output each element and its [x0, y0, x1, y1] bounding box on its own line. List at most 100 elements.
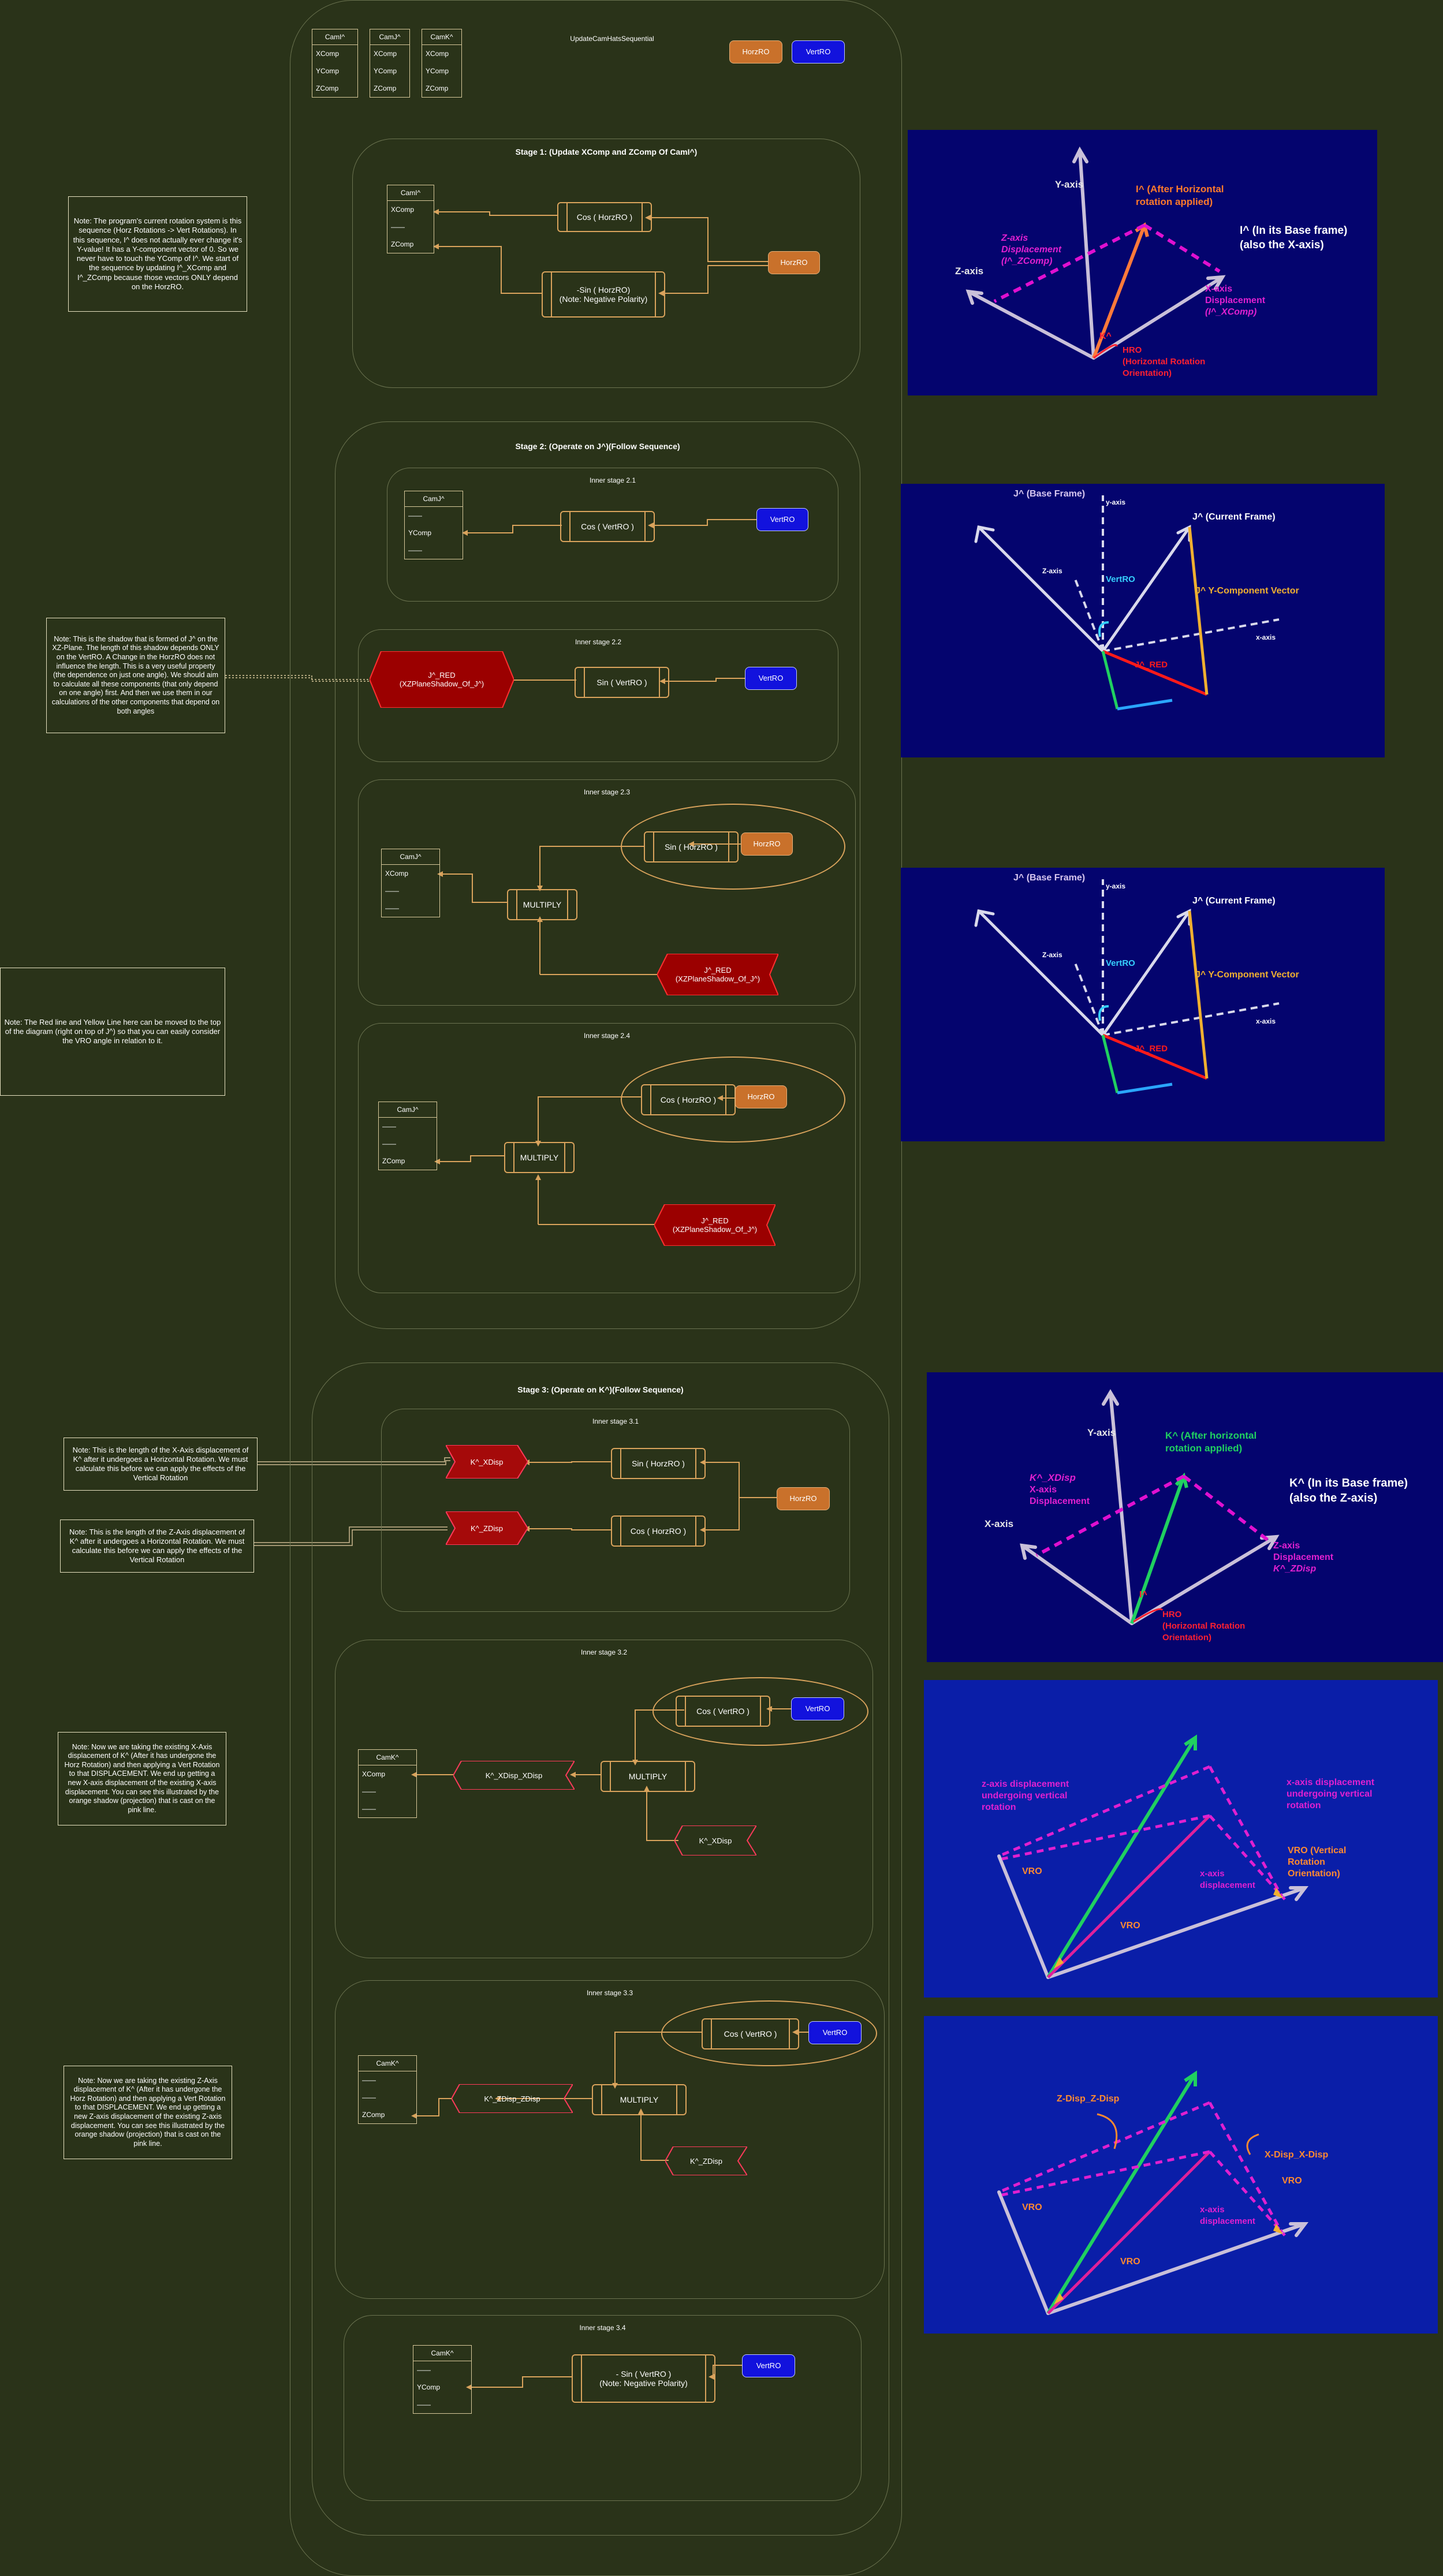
zdisp-label: Z-axis	[1001, 233, 1028, 243]
table-row: ZComp	[382, 1157, 405, 1165]
xdisp-small-label: displacement	[1200, 2216, 1255, 2226]
inner-stage-3-1: Inner stage 3.1	[381, 1409, 850, 1612]
zdisp-label: K^_ZDisp	[1273, 1564, 1316, 1574]
stage1-horz-ro[interactable]: HorzRO	[768, 251, 820, 274]
process-label: Cos ( HorzRO )	[630, 1526, 687, 1536]
stage31-horz-ro[interactable]: HorzRO	[777, 1487, 830, 1510]
horz-ro-button[interactable]: HorzRO	[729, 40, 782, 64]
table-title: CamJ^	[405, 491, 463, 507]
y-component-label: J^ Y-Component Vector	[1195, 586, 1299, 596]
table-row: XComp	[385, 869, 409, 878]
table-row: YComp	[374, 67, 397, 75]
j-hat-rotation-image-2: J^ (Base Frame) y-axis J^ (Current Frame…	[901, 868, 1385, 1141]
y-component-label: J^ Y-Component Vector	[1195, 970, 1299, 980]
vert-ro-button[interactable]: VertRO	[792, 40, 845, 64]
table-row: ——	[408, 546, 422, 554]
k-after-label: rotation applied)	[1165, 1443, 1242, 1454]
table-title: CamJ^	[382, 849, 439, 865]
xdisp-vr-label: x-axis displacement	[1287, 1778, 1375, 1787]
j-red-shadow: J^_RED(XZPlaneShadow_Of_J^)	[370, 651, 514, 708]
shadow-label: K^_XDisp	[470, 1457, 504, 1466]
j-red-label: J^_RED	[1135, 1044, 1168, 1054]
inner-stage-title: Inner stage 3.3	[586, 1989, 633, 1997]
stage1-title: Stage 1: (Update XComp and ZComp Of CamI…	[515, 147, 698, 156]
table-row: YComp	[426, 67, 449, 75]
stage21-cam-j-table: CamJ^ —— YComp ——	[404, 491, 463, 559]
vro-label: VRO	[1282, 2176, 1302, 2186]
process-label: Sin ( VertRO )	[596, 678, 647, 687]
stage23-horz-ro[interactable]: HorzRO	[741, 832, 793, 856]
process-label: Cos ( VertRO )	[724, 2029, 777, 2039]
table-row: ——	[417, 2400, 431, 2409]
xdisp-small-label: displacement	[1200, 1880, 1255, 1890]
k-zdisp-zdisp-shadow: K^_ZDisp_ZDisp	[452, 2084, 573, 2113]
y-axis-label: y-axis	[1106, 882, 1125, 890]
stage22-vert-ro[interactable]: VertRO	[745, 667, 797, 690]
x-axis-label: x-axis	[1256, 633, 1276, 641]
stage33-cam-k-table: CamK^ —— —— ZComp	[358, 2055, 417, 2124]
zdisp-vr-label: rotation	[982, 1802, 1016, 1812]
j-red-shadow: J^_RED(XZPlaneShadow_Of_J^)	[657, 954, 778, 995]
stage32-vert-ro[interactable]: VertRO	[791, 1697, 844, 1720]
process-label: MULTIPLY	[620, 2095, 659, 2104]
table-row: XComp	[362, 1770, 386, 1778]
neg-sin-vert-process: - Sin ( VertRO )(Note: Negative Polarity…	[572, 2354, 715, 2403]
table-title: CamJ^	[370, 29, 409, 45]
process-label: Cos ( HorzRO )	[660, 1095, 717, 1104]
vertical-rotation-image-1: z-axis displacement undergoing vertical …	[924, 1680, 1438, 1998]
hro-label: HRO	[1123, 345, 1142, 355]
stage21-vert-ro[interactable]: VertRO	[756, 508, 808, 531]
zdisp-label: Z-axis	[1273, 1541, 1300, 1551]
stage3-title: Stage 3: (Operate on K^)(Follow Sequence…	[517, 1385, 684, 1394]
sin-horz-process: Sin ( HorzRO )	[611, 1448, 706, 1479]
shadow-note: Note: This is the shadow that is formed …	[46, 618, 225, 733]
xdisp-vr-label: undergoing vertical	[1287, 1789, 1372, 1799]
x-axis-label: X-axis	[985, 1518, 1013, 1529]
process-label: Sin ( HorzRO )	[632, 1459, 685, 1468]
hro-label: (Horizontal Rotation	[1123, 357, 1205, 367]
stage34-vert-ro[interactable]: VertRO	[742, 2354, 795, 2377]
cos-horz-process: Cos ( HorzRO )	[557, 202, 652, 232]
table-row: ZComp	[362, 2111, 385, 2119]
xx-label: X-Disp_X-Disp	[1265, 2150, 1328, 2160]
i-after-label: I^ (After Horizontal	[1136, 184, 1224, 195]
table-row: ——	[385, 887, 399, 895]
table-title: CamK^	[422, 29, 461, 45]
table-row: ZComp	[391, 240, 414, 248]
stage33-vert-ro[interactable]: VertRO	[808, 2021, 862, 2044]
j-hat-rotation-image-1: J^ (Base Frame) y-axis J^ (Current Frame…	[901, 484, 1385, 757]
header-cam-j-table: CamJ^ XComp YComp ZComp	[370, 29, 410, 98]
stage34-cam-k-table: CamK^ —— YComp ——	[413, 2345, 472, 2414]
stage24-horz-ro[interactable]: HorzRO	[735, 1085, 787, 1108]
xdisp-label: X-axis	[1030, 1485, 1057, 1495]
table-row: ——	[391, 223, 405, 231]
k-hat-rotation-image: Y-axis K^ (After horizontal rotation app…	[927, 1372, 1443, 1662]
stage24-cam-j-table: CamJ^ —— —— ZComp	[378, 1102, 437, 1170]
xdisp-label: Displacement	[1030, 1496, 1090, 1506]
vert-ro-label: VertRO	[1106, 958, 1135, 968]
stage23-cam-j-table: CamJ^ XComp —— ——	[381, 849, 440, 917]
i-base-label: (also the X-axis)	[1240, 239, 1324, 251]
xdisp-small-label: x-axis	[1200, 1869, 1225, 1879]
vro-label: VRO	[1022, 1866, 1042, 1876]
table-row: ZComp	[316, 84, 339, 92]
red-line-note: Note: The Red line and Yellow Line here …	[0, 968, 225, 1096]
inner-stage-2-2: Inner stage 2.2	[358, 629, 838, 762]
i-label: I^	[1139, 1590, 1147, 1600]
cos-horz-ellipse	[621, 1056, 845, 1143]
table-row: XComp	[374, 50, 397, 58]
vro-long-label: VRO (Vertical	[1288, 1846, 1346, 1856]
cos-horz-process: Cos ( HorzRO )	[641, 1084, 736, 1115]
i-after-label: rotation applied)	[1136, 196, 1213, 207]
table-row: ZComp	[426, 84, 449, 92]
zz-label: Z-Disp_Z-Disp	[1057, 2094, 1120, 2104]
shadow-label: K^_ZDisp_ZDisp	[484, 2094, 540, 2103]
stage23-multiply: MULTIPLY	[507, 889, 577, 920]
process-label: Cos ( VertRO )	[581, 522, 634, 531]
cos-vert-ellipse	[652, 1677, 868, 1746]
table-row: YComp	[417, 2383, 441, 2391]
stage32-cam-k-table: CamK^ XComp —— ——	[358, 1749, 417, 1818]
table-title: CamK^	[359, 2056, 416, 2071]
zdisp-vr-label: z-axis displacement	[982, 1779, 1069, 1789]
cos-vert-ellipse	[661, 2000, 877, 2066]
